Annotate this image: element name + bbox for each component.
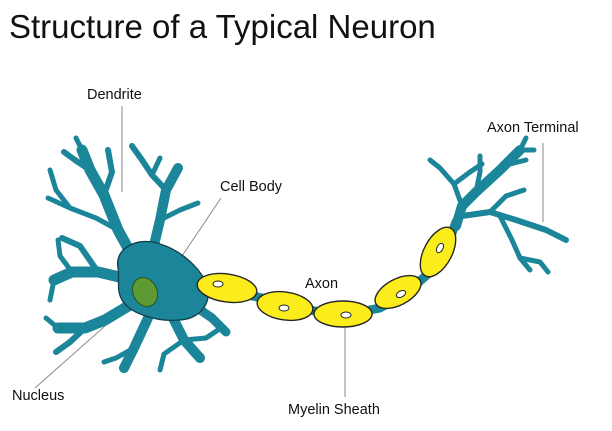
dendrite-branch-14 <box>47 277 57 303</box>
nucleus <box>131 276 159 308</box>
terminal-branch-9 <box>487 187 527 215</box>
label-nucleus: Nucleus <box>12 388 65 404</box>
terminal-branch-2 <box>427 157 465 209</box>
dendrite-branch-8 <box>129 143 169 193</box>
leader-lines <box>34 106 544 397</box>
myelin-sheath <box>196 226 457 328</box>
terminal-branch-4 <box>473 153 483 195</box>
dendrite-branch-13 <box>55 237 75 275</box>
dendrite-branch-10 <box>157 200 201 223</box>
axon-terminal-branches <box>427 135 569 275</box>
myelin-segment-5 <box>419 226 457 278</box>
dendrite-branch-22 <box>181 327 221 343</box>
dendrite-branch-11 <box>48 266 138 286</box>
dendrite-branch-19 <box>101 345 137 365</box>
terminal-branch-10 <box>497 213 533 273</box>
dendrite-branch-5 <box>45 195 121 233</box>
terminal-branch-8 <box>459 209 569 243</box>
dendrite-branch-21 <box>157 337 187 373</box>
dendrite-branch-17 <box>43 315 61 331</box>
schwann-nucleus-3 <box>340 311 352 319</box>
myelin-segment-3 <box>313 300 373 328</box>
dendrite-branch-3 <box>61 149 93 173</box>
schwann-nucleus-1 <box>212 280 224 288</box>
dendrite-branch-4 <box>73 135 85 153</box>
dendrite-branch-7 <box>145 163 183 267</box>
dendrite-branch-15 <box>52 296 141 334</box>
label-dendrite: Dendrite <box>87 87 142 103</box>
dendrite-branch-16 <box>53 325 88 355</box>
myelin-segment-2 <box>256 290 314 322</box>
schwann-nucleus-5 <box>435 242 445 254</box>
label-axon-terminal: Axon Terminal <box>487 120 579 136</box>
label-myelin-sheath: Myelin Sheath <box>288 402 380 418</box>
myelin-segment-1 <box>196 272 258 304</box>
schwann-nucleus-4 <box>395 289 407 299</box>
dendrite-branch-12 <box>59 235 101 275</box>
label-axon: Axon <box>305 276 339 292</box>
dendrite-branch-6 <box>47 167 73 211</box>
schwann-nucleus-2 <box>278 304 290 312</box>
dendrite-branch-18 <box>119 313 153 373</box>
terminal-branch-5 <box>497 157 529 173</box>
cell-body <box>117 240 209 321</box>
myelin-segment-4 <box>374 274 422 310</box>
dendrite-branch-2 <box>101 147 115 198</box>
dendrite-branch-9 <box>149 155 163 178</box>
cell-body-leader <box>177 197 222 263</box>
diagram-title: Structure of a Typical Neuron <box>9 8 436 45</box>
terminal-branch-11 <box>517 255 551 275</box>
label-cell-body: Cell Body <box>220 179 283 195</box>
